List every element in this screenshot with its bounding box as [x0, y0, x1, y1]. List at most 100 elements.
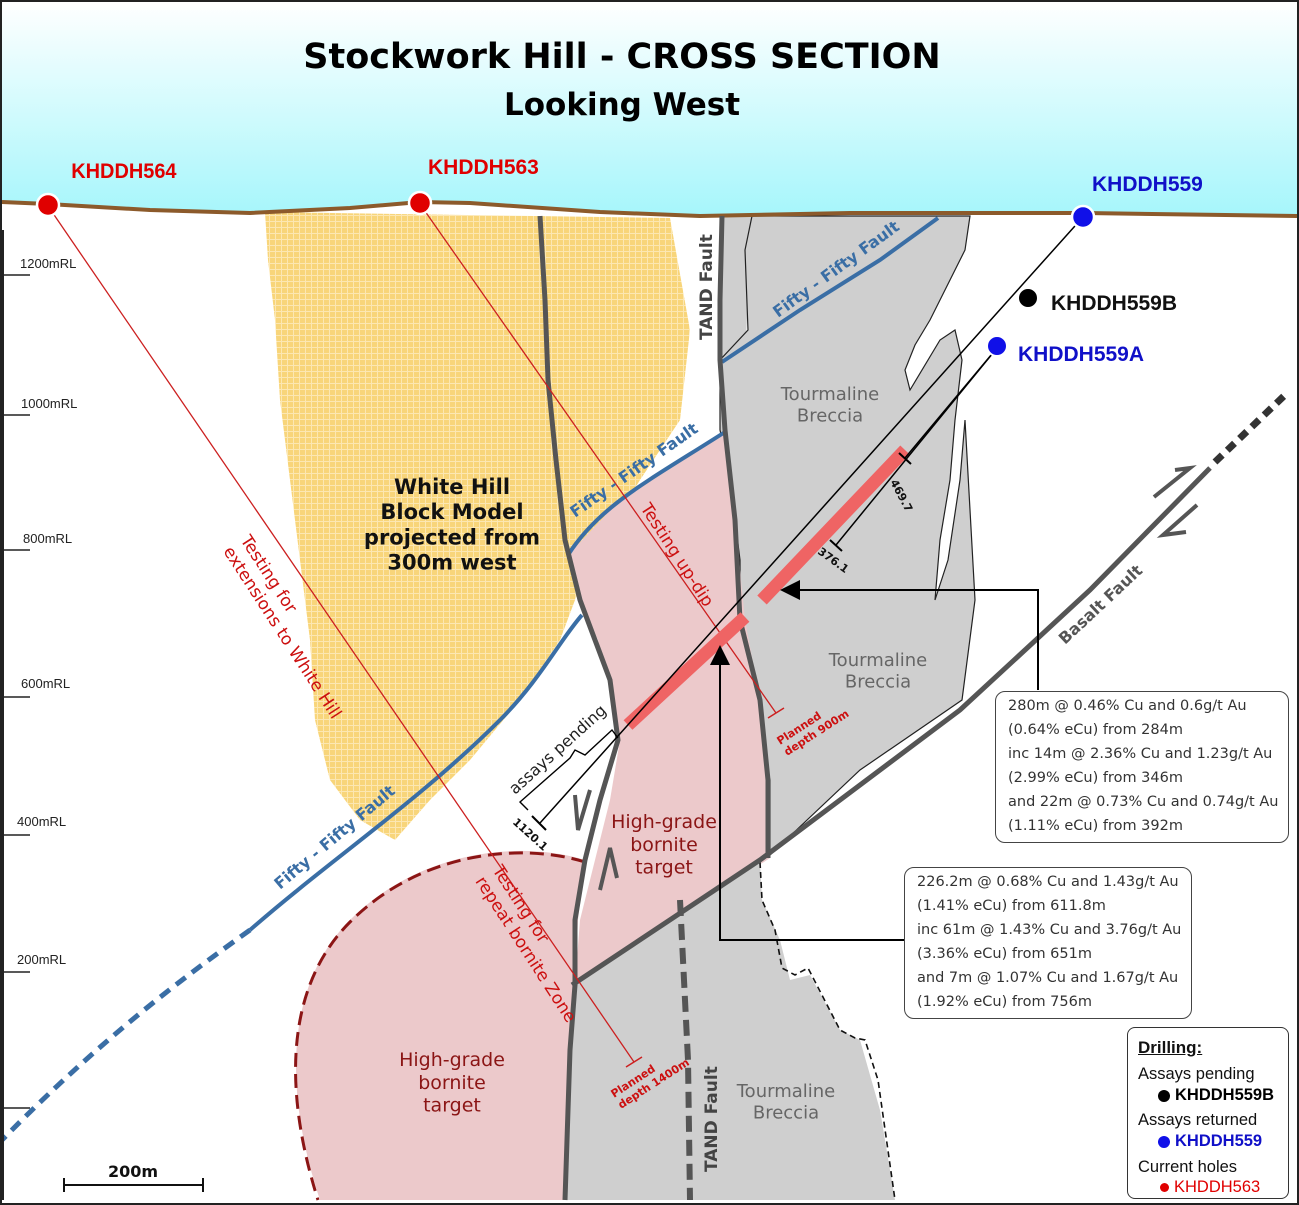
elevation-ticks: [3, 274, 30, 1109]
fifty-fifty-fault-middle: [566, 430, 727, 557]
khddh559-trace: [539, 216, 1084, 824]
legend-example-returned: KHDDH559: [1175, 1132, 1263, 1150]
khddh559-end-tick: [531, 815, 547, 831]
collar-khddh559[interactable]: [1070, 204, 1096, 230]
basalt-fault-inferred: [1212, 392, 1288, 465]
tick-400mrl: 400mRL: [17, 814, 66, 829]
intercept-box-khddh559a: 280m @ 0.46% Cu and 0.6g/t Au (0.64% eCu…: [995, 691, 1290, 843]
legend-example-current: KHDDH563: [1174, 1178, 1261, 1196]
khddh564-planned-trace: [47, 205, 635, 1063]
text-line: 300m west: [387, 551, 516, 575]
text-line: Block Model: [380, 500, 523, 524]
khddh563-planned-trace: [419, 203, 777, 714]
legend-label-pending: Assays pending: [1138, 1065, 1255, 1083]
khddh564-end-tick: [625, 1056, 643, 1068]
collar-khddh559b[interactable]: [1017, 287, 1039, 309]
text-line: Breccia: [797, 406, 863, 427]
tick-200mrl: 200mRL: [17, 952, 66, 967]
diagram-title: Stockwork Hill - CROSS SECTION: [303, 37, 940, 77]
black-dot-icon: [1158, 1089, 1170, 1102]
white-hill-block-model: [265, 212, 690, 840]
tand-fault-east-strand: [717, 215, 771, 858]
intercept-line: inc 61m @ 1.43% Cu and 3.76g/t Au: [917, 922, 1182, 938]
bornite-target-lower-zone: [296, 850, 585, 1200]
basalt-fault-movement-arrow-up: [1152, 465, 1197, 499]
intercept-line: 280m @ 0.46% Cu and 0.6g/t Au: [1008, 698, 1247, 714]
text-line: High-grade: [399, 1049, 505, 1071]
khddh559a-trace-2: [904, 347, 998, 459]
text-line: bornite: [418, 1072, 486, 1094]
intercept-line: (0.64% eCu) from 284m: [1008, 722, 1183, 738]
intercept-line: (2.99% eCu) from 346m: [1008, 770, 1183, 786]
tick-1000mrl: 1000mRL: [21, 396, 77, 411]
tourmaline-breccia-upper: [720, 216, 752, 360]
text-line: Tourmaline: [780, 384, 880, 405]
legend-label-returned: Assays returned: [1138, 1111, 1258, 1129]
text-line: Tourmaline: [828, 650, 928, 671]
khddh559a-mineralised-interval: [757, 445, 910, 605]
text-line: bornite: [630, 834, 698, 856]
label-tand-fault-upper: TAND Fault: [697, 234, 717, 340]
basalt-fault-movement-arrow-down: [1156, 503, 1199, 538]
tick-1200mrl: 1200mRL: [20, 256, 76, 271]
callout-connector-559: [710, 645, 904, 941]
khddh559a-end-tick-469: [898, 452, 912, 465]
text-line: Tourmaline: [736, 1081, 836, 1102]
khddh559-mineralised-interval: [623, 612, 750, 730]
text-line: target: [423, 1095, 481, 1117]
khddh559a-end-tick-376: [829, 539, 843, 552]
tand-fault-movement-arrow-down: [573, 789, 592, 831]
tand-fault-west-strand: [537, 215, 621, 1201]
text-line: High-grade: [611, 811, 717, 833]
intercept-line: (1.41% eCu) from 611.8m: [917, 898, 1106, 914]
text-line: Breccia: [845, 672, 911, 693]
label-khddh563: KHDDH563: [428, 156, 539, 179]
text-line: Breccia: [753, 1103, 819, 1124]
label-tand-fault-lower: TAND Fault: [702, 1066, 722, 1172]
label-khddh559: KHDDH559: [1092, 173, 1203, 196]
tand-fault-movement-arrow-up: [598, 847, 619, 891]
scale-bar: [63, 1178, 204, 1192]
tand-fault-lower-dashed: [677, 899, 693, 1201]
intercept-line: (1.92% eCu) from 756m: [917, 994, 1092, 1010]
intercept-line: (1.11% eCu) from 392m: [1008, 818, 1183, 834]
label-fifty-fifty-lower: Fifty - Fifty Fault: [270, 781, 399, 893]
khddh563-end-tick: [767, 707, 785, 719]
label-khddh564: KHDDH564: [71, 160, 177, 184]
intercept-line: and 7m @ 1.07% Cu and 1.67g/t Au: [917, 970, 1179, 986]
intercept-box-khddh559: 226.2m @ 0.68% Cu and 1.43g/t Au (1.41% …: [904, 867, 1193, 1019]
intercept-line: inc 14m @ 2.36% Cu and 1.23g/t Au: [1008, 746, 1273, 762]
legend-label-current: Current holes: [1138, 1158, 1238, 1176]
topography-line: [1, 199, 1298, 219]
label-khddh559b: KHDDH559B: [1051, 292, 1177, 315]
collar-khddh559a[interactable]: [986, 335, 1008, 357]
label-basalt-fault: Basalt Fault: [1055, 561, 1147, 648]
legend-title: Drilling:: [1138, 1038, 1203, 1057]
tick-800mrl: 800mRL: [23, 531, 72, 546]
sky-band: [2, 2, 1297, 216]
assays-pending-bracket: [518, 728, 619, 811]
legend-item-returned: KHDDH559: [1158, 1132, 1262, 1151]
text-line: White Hill: [394, 475, 510, 499]
intercept-line: 226.2m @ 0.68% Cu and 1.43g/t Au: [917, 874, 1179, 890]
diagram-subtitle: Looking West: [504, 87, 740, 123]
fifty-fifty-fault-lower: [248, 613, 584, 932]
blue-dot-icon: [1158, 1135, 1170, 1148]
collar-khddh564[interactable]: [35, 192, 61, 218]
drilling-legend: Drilling: Assays pending KHDDH559B Assay…: [1127, 1027, 1289, 1199]
callout-connector-559a: [780, 580, 1039, 690]
collar-khddh563[interactable]: [407, 190, 433, 216]
fifty-fifty-fault-upper: [720, 216, 940, 364]
legend-item-current: KHDDH563: [1158, 1178, 1260, 1197]
scale-bar-label: 200m: [108, 1162, 158, 1181]
legend-example-pending: KHDDH559B: [1175, 1086, 1275, 1104]
red-dot-icon: [1160, 1183, 1169, 1193]
